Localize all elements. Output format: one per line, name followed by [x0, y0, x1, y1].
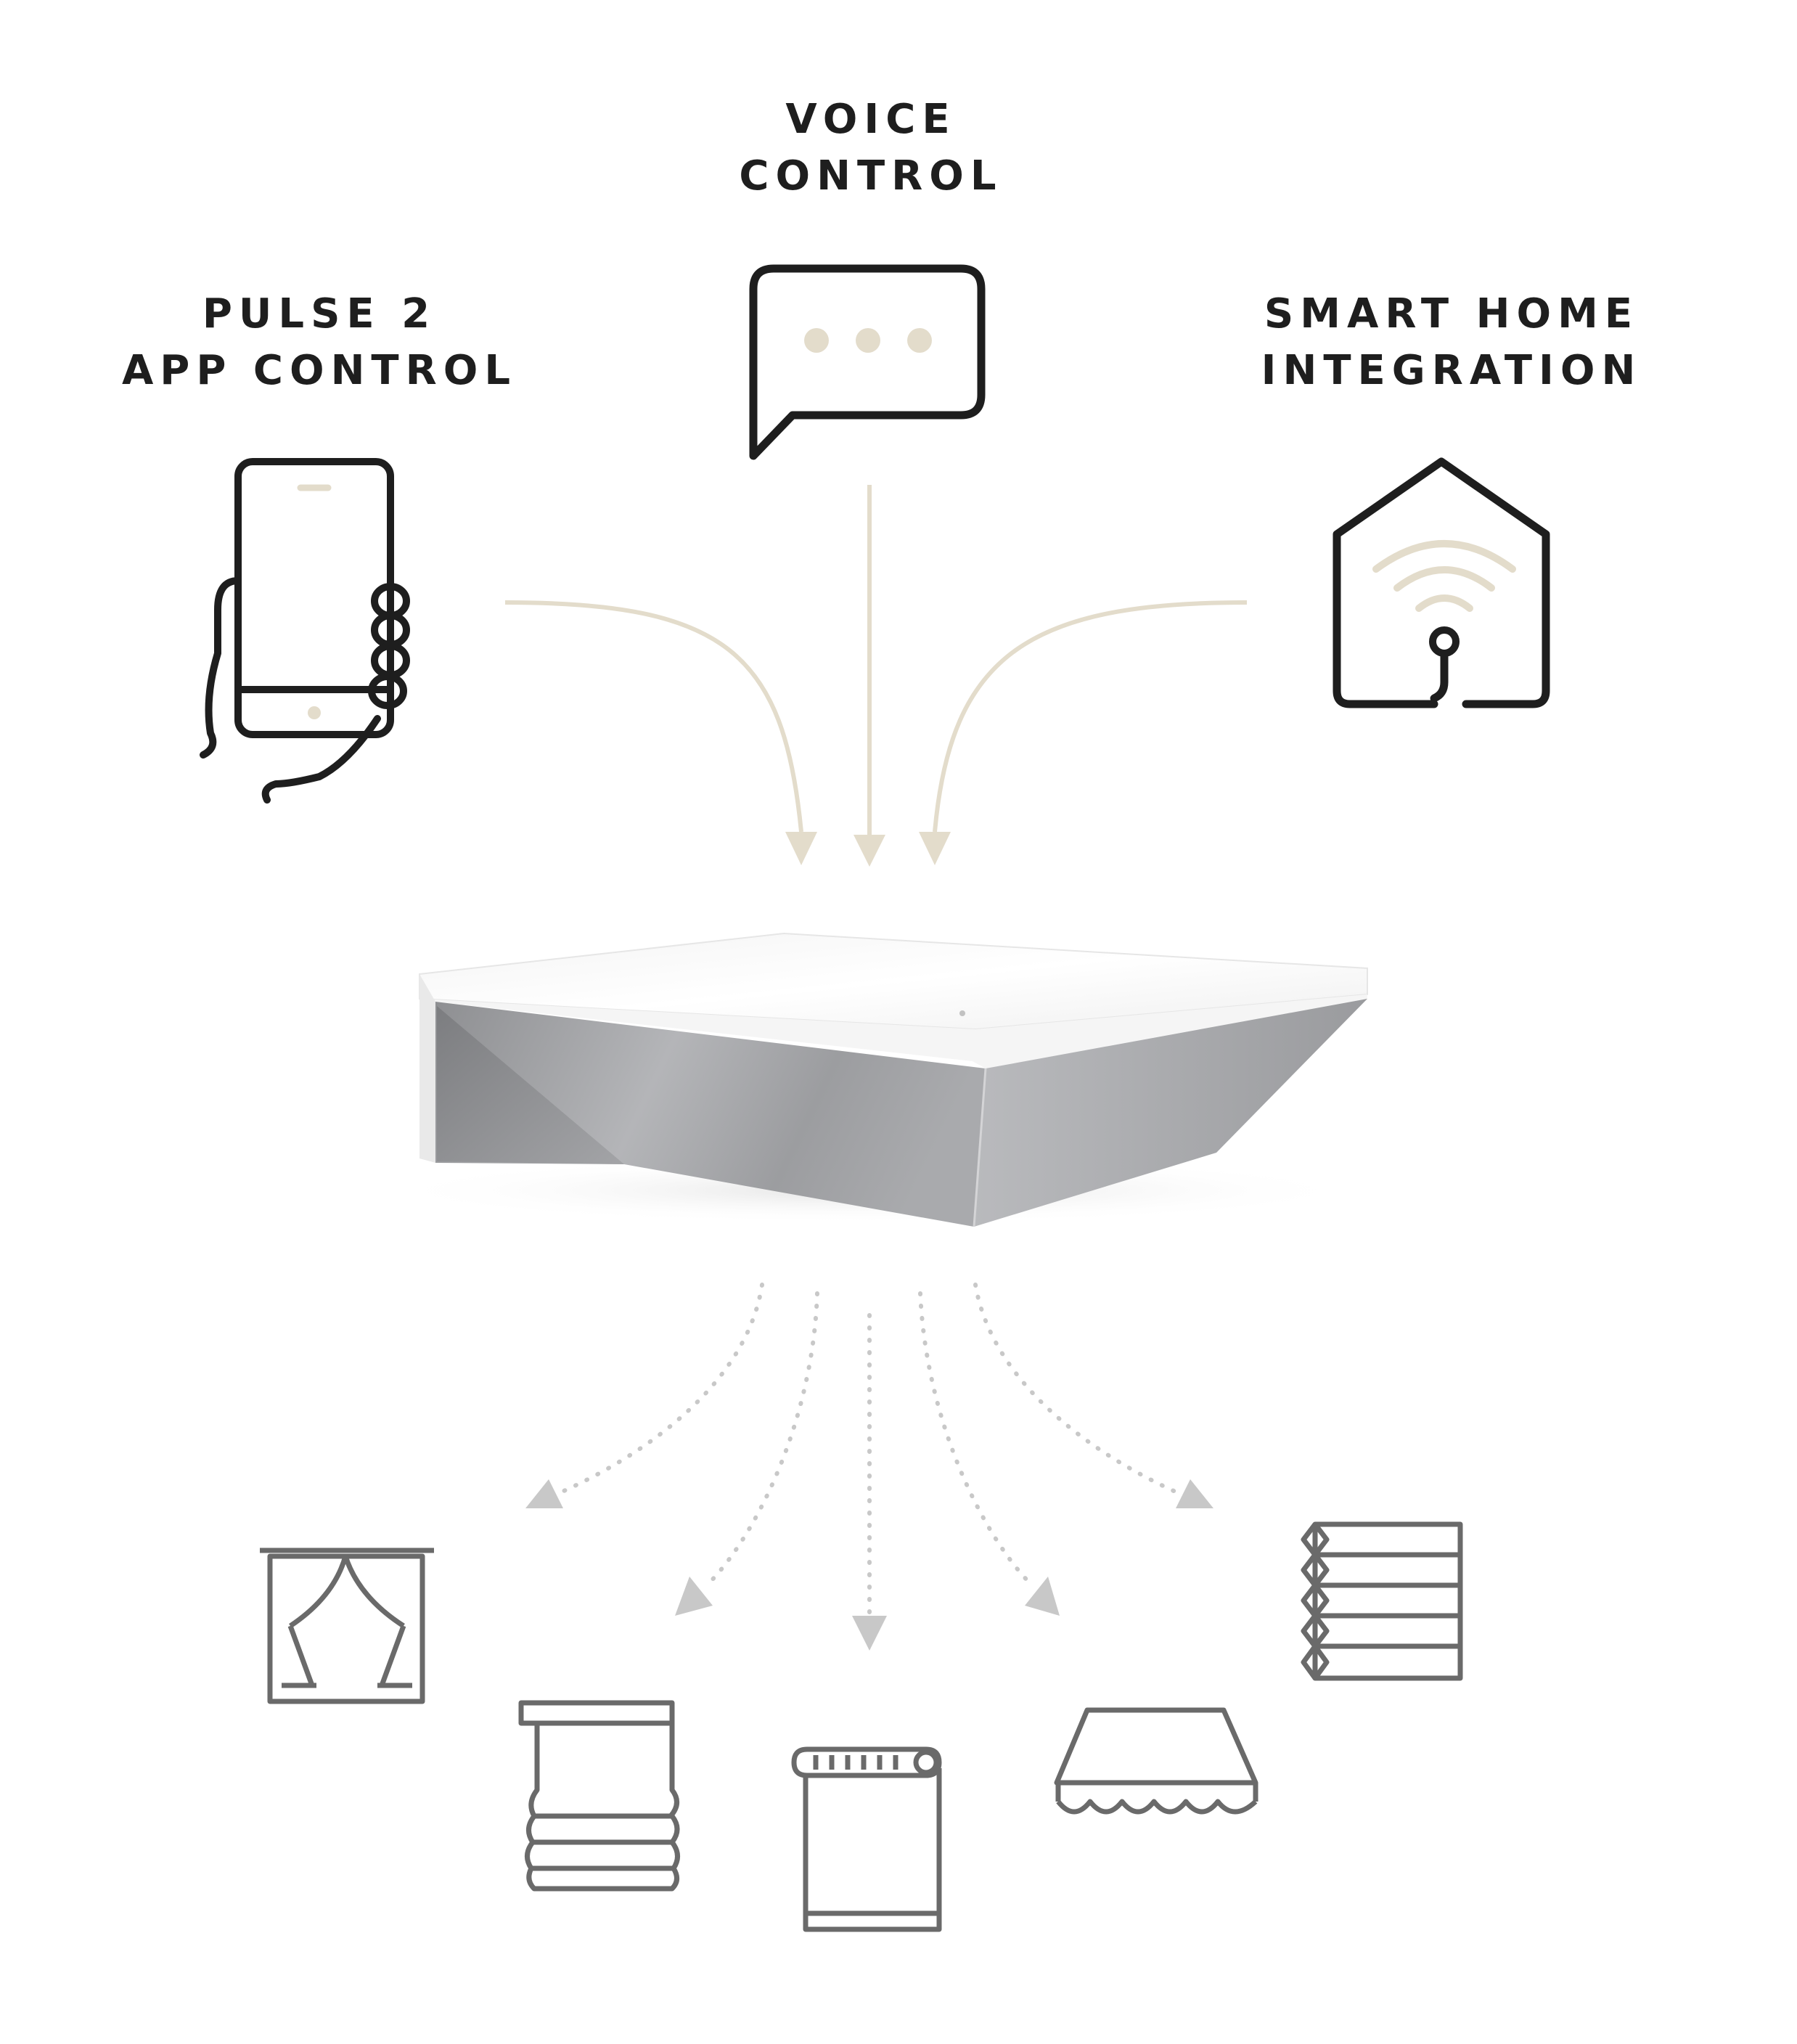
smart-home-label-line1: SMART HOME — [1264, 290, 1640, 338]
phone-hand-icon — [200, 458, 410, 804]
pulse-hub-device — [377, 932, 1368, 1227]
voice-control-label-line1: VOICE — [785, 96, 957, 143]
arrow-app-to-hub — [504, 600, 803, 833]
arrow-hub-to-roman-shade — [703, 1291, 819, 1589]
arrow-smart-to-hub — [933, 600, 1248, 833]
smart-home-label-line2: INTEGRATION — [1261, 347, 1642, 394]
output-arrows — [555, 1283, 1182, 1618]
smart-home-label: SMART HOME INTEGRATION — [1190, 286, 1713, 399]
voice-control-label-line2: CONTROL — [739, 152, 1003, 200]
speech-bubble-icon — [749, 264, 986, 460]
app-control-label-line2: APP CONTROL — [121, 347, 517, 394]
roller-blind-icon — [791, 1746, 942, 1932]
voice-control-label: VOICE CONTROL — [653, 91, 1089, 205]
app-control-label: PULSE 2 APP CONTROL — [102, 286, 537, 399]
smart-home-wifi-icon — [1333, 457, 1550, 708]
output-arrowheads — [525, 1479, 1213, 1651]
awning-icon — [1054, 1707, 1258, 1815]
arrow-hub-to-awning — [918, 1291, 1036, 1589]
input-arrows — [504, 485, 1248, 835]
roman-shade-icon — [518, 1700, 680, 1892]
arrow-hub-to-curtain — [555, 1283, 764, 1496]
input-arrowheads — [785, 832, 951, 867]
app-control-label-line1: PULSE 2 — [202, 290, 437, 338]
arrow-hub-to-pleated — [973, 1283, 1182, 1496]
pleated-shade-icon — [1301, 1521, 1463, 1681]
curtain-icon — [260, 1548, 434, 1704]
